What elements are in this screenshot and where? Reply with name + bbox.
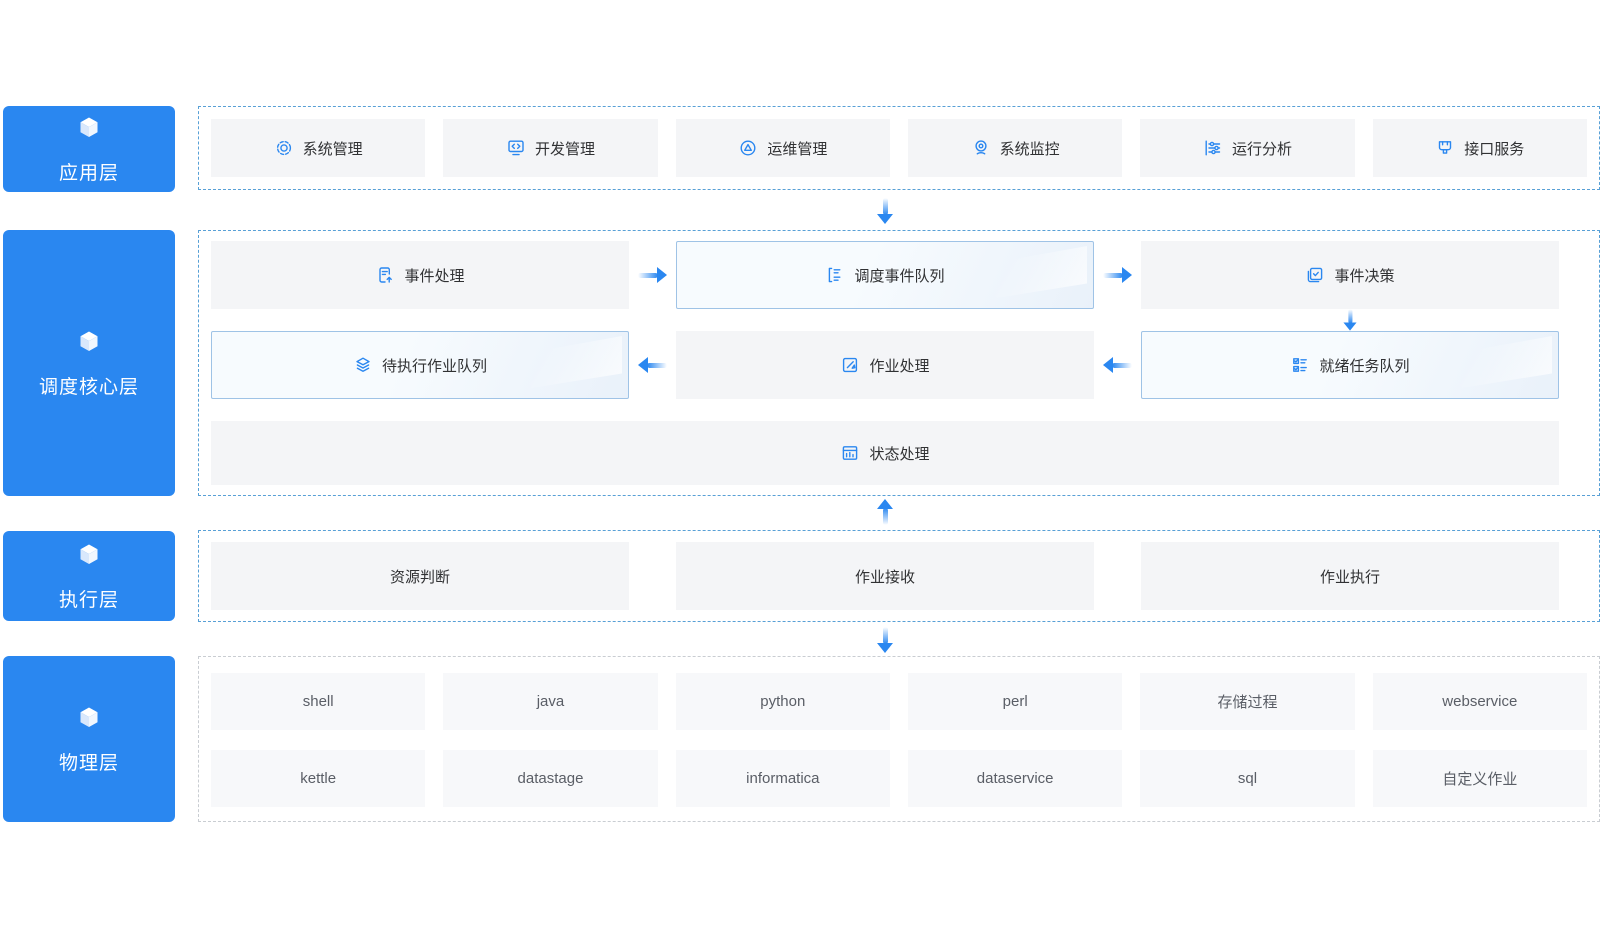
layer-label: 物理层 [58,752,119,774]
layer-badge-execution: 执行层 [3,531,175,621]
app-item-system-management: 系统管理 [211,119,426,177]
phys-item-datastage: datastage [443,750,658,807]
arrow-down-decision-to-ready [1141,309,1559,331]
core-item-status-processing: 状态处理 [211,421,1559,485]
core-item-job-processing: 作业处理 [676,331,1094,399]
decision-check-icon [1308,267,1323,283]
app-item-label: 系统监控 [999,140,1060,158]
checklist-icon [1293,358,1308,372]
plug-icon [1439,141,1452,154]
phys-item-webservice: webservice [1372,673,1587,730]
core-item-event-decision: 事件决策 [1141,241,1559,309]
core-item-label: 就绪任务队列 [1319,357,1410,375]
dev-monitor-icon [508,140,524,156]
alarm-icon [740,140,756,156]
execution-layer-band: 资源判断 作业接收 作业执行 [198,530,1600,622]
layers-icon [356,357,370,372]
arrow-up-exec-to-core [877,499,893,525]
app-item-label: 接口服务 [1464,140,1525,158]
app-item-system-monitoring: 系统监控 [907,119,1123,177]
phys-item-label: informatica [746,770,820,787]
layer-badge-application: 应用层 [3,106,175,192]
arrow-right-queue-to-decision [1094,241,1141,309]
core-item-event-processing: 事件处理 [211,241,629,309]
phys-item-custom-job: 自定义作业 [1372,750,1587,807]
gear-icon [276,140,291,156]
phys-item-label: datastage [517,770,584,787]
arrow-left-ready-to-processing [1094,331,1141,399]
phys-item-label: kettle [300,770,337,787]
cube-icon [80,544,98,564]
core-item-label: 待执行作业队列 [381,357,487,375]
core-item-label: 事件决策 [1334,267,1395,285]
edit-square-icon [843,357,858,373]
arrow-down-app-to-core [877,198,893,224]
status-chart-icon [843,446,858,460]
phys-item-label: perl [1002,693,1028,710]
cube-icon [80,331,98,351]
physical-layer-band: shell java python perl 存储过程 webservice k… [198,656,1600,822]
exec-item-job-receive: 作业接收 [676,542,1094,610]
phys-item-sql: sql [1140,750,1355,807]
app-item-interface-service: 接口服务 [1372,119,1587,177]
phys-item-java: java [443,673,658,730]
core-item-label: 调度事件队列 [854,267,945,285]
exec-item-label: 资源判断 [389,568,450,586]
phys-item-label: dataservice [976,770,1054,787]
phys-item-kettle: kettle [211,750,426,807]
phys-item-label: shell [302,693,334,710]
core-item-label: 作业处理 [869,357,930,375]
scheduling-core-band: 事件处理 调度事件队列 事件决策 待执行作业队列 [198,230,1600,496]
cube-icon [80,117,98,137]
sliders-icon [1205,140,1221,156]
phys-item-label: sql [1237,770,1258,787]
phys-item-stored-procedure: 存储过程 [1140,673,1355,730]
phys-item-label: webservice [1442,693,1518,710]
phys-item-label: java [536,693,565,710]
phys-item-label: python [760,693,806,710]
phys-item-label: 存储过程 [1217,694,1278,711]
app-item-label: 开发管理 [534,140,595,158]
phys-item-python: python [675,673,890,730]
layer-label: 应用层 [58,162,119,184]
camera-icon [975,140,987,155]
app-item-label: 运行分析 [1231,140,1292,158]
arrow-right-event-to-queue [629,241,676,309]
layer-badge-physical: 物理层 [3,656,175,822]
layer-label: 调度核心层 [38,376,139,398]
core-item-pending-job-queue: 待执行作业队列 [211,331,629,399]
document-add-icon [379,267,393,283]
app-item-dev-management: 开发管理 [443,119,658,177]
phys-item-perl: perl [907,673,1123,730]
queue-list-icon [829,267,841,283]
application-layer-band: 系统管理 开发管理 运维管理 系统监控 运行分析 接口服务 [198,106,1600,190]
app-item-ops-management: 运维管理 [675,119,890,177]
app-item-run-analysis: 运行分析 [1140,119,1355,177]
exec-item-job-execute: 作业执行 [1141,542,1559,610]
layer-badge-scheduling-core: 调度核心层 [3,230,175,496]
arrow-down-exec-to-phys [877,627,893,653]
core-item-label: 事件处理 [404,267,465,285]
arrow-left-processing-to-pending [629,331,676,399]
cube-icon [80,707,98,727]
phys-item-label: 自定义作业 [1442,771,1518,788]
core-item-schedule-event-queue: 调度事件队列 [676,241,1094,309]
exec-item-label: 作业接收 [854,568,915,586]
app-item-label: 运维管理 [767,140,828,158]
core-item-label: 状态处理 [869,445,930,463]
phys-item-informatica: informatica [675,750,890,807]
phys-item-shell: shell [211,673,426,730]
phys-item-dataservice: dataservice [907,750,1123,807]
exec-item-resource-judgement: 资源判断 [211,542,629,610]
exec-item-label: 作业执行 [1319,568,1380,586]
app-item-label: 系统管理 [302,140,363,158]
core-item-ready-task-queue: 就绪任务队列 [1141,331,1559,399]
layer-label: 执行层 [58,589,119,611]
